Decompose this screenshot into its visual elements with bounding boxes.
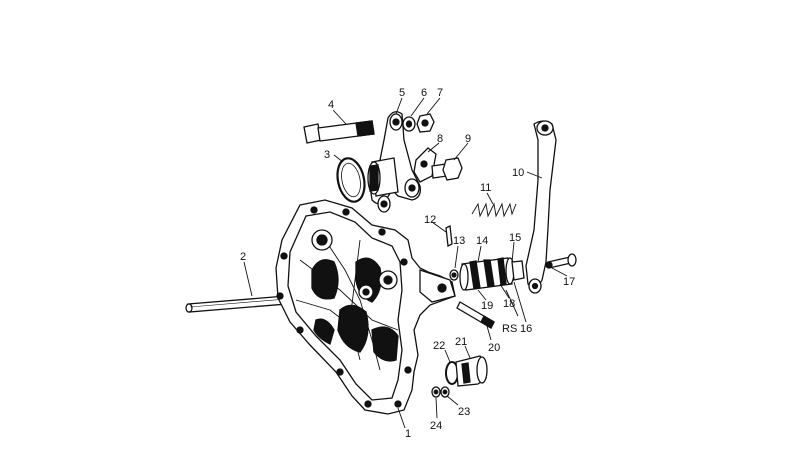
part-14-selector-drum bbox=[459, 257, 515, 291]
label-23: 23 bbox=[458, 406, 470, 418]
label-19: 19 bbox=[481, 300, 493, 312]
label-1: 1 bbox=[405, 428, 411, 440]
label-7: 7 bbox=[437, 87, 443, 99]
part-8-plate bbox=[413, 147, 437, 183]
part-24-washer bbox=[431, 386, 441, 398]
label-21: 21 bbox=[455, 336, 467, 348]
part-3-ring bbox=[336, 157, 366, 203]
label-8: 8 bbox=[437, 133, 443, 145]
part-23-washer bbox=[440, 386, 450, 398]
label-17: 17 bbox=[563, 276, 575, 288]
part-6-washer bbox=[402, 116, 416, 132]
part-9-short-bolt bbox=[431, 157, 463, 181]
part-11-spring bbox=[471, 202, 517, 218]
label-2: 2 bbox=[240, 251, 246, 263]
leader-lines bbox=[243, 97, 568, 429]
part-13-small-bolt bbox=[449, 269, 459, 281]
label-10: 10 bbox=[512, 167, 524, 179]
part-12-pin bbox=[445, 225, 453, 247]
part-5-lever-assembly bbox=[367, 111, 421, 213]
label-18: 18 bbox=[503, 298, 515, 310]
label-16: 16 bbox=[520, 323, 532, 335]
label-9: 9 bbox=[465, 133, 471, 145]
label-11: 11 bbox=[480, 182, 491, 194]
part-17-screw bbox=[545, 253, 577, 269]
label-13: 13 bbox=[453, 235, 465, 247]
part-1-housing bbox=[275, 199, 456, 415]
label-15: 15 bbox=[509, 232, 521, 244]
part-10-lever-arm bbox=[525, 120, 557, 294]
callout-labels: 1 2 3 4 5 6 7 8 9 10 11 12 13 14 15 16 1… bbox=[240, 87, 575, 440]
label-14: 14 bbox=[476, 235, 488, 247]
label-20: 20 bbox=[488, 342, 500, 354]
part-21-plug bbox=[455, 355, 488, 387]
label-3: 3 bbox=[324, 149, 330, 161]
label-22: 22 bbox=[433, 340, 445, 352]
label-24: 24 bbox=[430, 420, 442, 432]
part-15-end-cap bbox=[511, 260, 525, 281]
label-5: 5 bbox=[399, 87, 405, 99]
label-12: 12 bbox=[424, 214, 436, 226]
part-7-nut bbox=[416, 113, 435, 133]
part-4-long-bolt bbox=[303, 120, 375, 144]
label-6: 6 bbox=[421, 87, 427, 99]
label-4: 4 bbox=[328, 99, 334, 111]
part-20-pin bbox=[456, 301, 495, 329]
label-rs: RS bbox=[502, 323, 517, 335]
